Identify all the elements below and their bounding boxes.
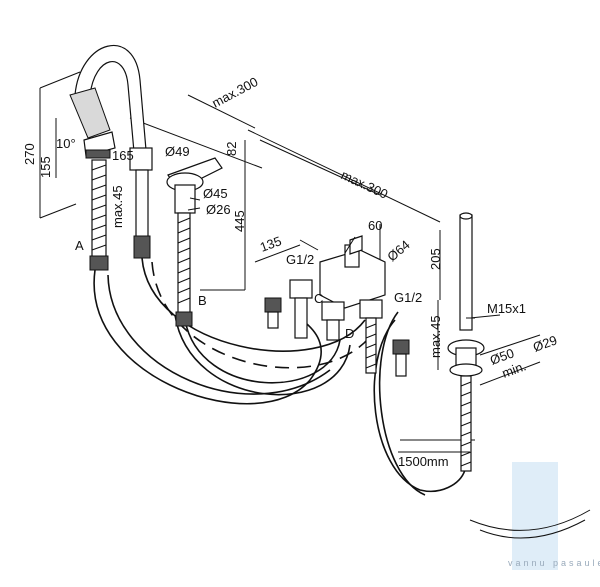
label-g12-left: G1/2 <box>286 252 314 267</box>
label-b: B <box>198 293 207 308</box>
dim-60: 60 <box>368 218 382 233</box>
label-c: C <box>314 291 323 306</box>
mixer-body <box>264 235 410 377</box>
dim-max45-right: max.45 <box>428 315 443 358</box>
dim-135: 135 <box>258 233 284 255</box>
dim-d49: Ø49 <box>165 144 190 159</box>
label-m15x1: M15x1 <box>487 301 526 316</box>
dim-d45: Ø45 <box>203 186 228 201</box>
hand-shower <box>447 212 485 472</box>
dimension-labels: max.300 max.300 270 155 10° 165 max.45 Ø… <box>22 74 559 469</box>
label-g12-right: G1/2 <box>394 290 422 305</box>
watermark-text: vannu pasaule <box>508 558 600 568</box>
spout-faucet <box>69 45 153 271</box>
component-labels: A B C D <box>75 238 354 341</box>
dim-270: 270 <box>22 143 37 165</box>
dim-max300-mid: max.300 <box>339 167 391 202</box>
watermark: vannu pasaule <box>469 462 600 570</box>
dim-max45-left: max.45 <box>110 185 125 228</box>
label-hose-length: 1500mm <box>398 454 449 469</box>
dim-205: 205 <box>428 248 443 270</box>
leader-lines <box>187 197 475 453</box>
dim-d64: Ø64 <box>384 237 412 264</box>
dim-max300-top: max.300 <box>209 74 260 111</box>
dim-angle: 10° <box>56 136 76 151</box>
dimension-lines <box>39 71 541 441</box>
dim-445: 445 <box>232 210 247 232</box>
lever-valve <box>166 157 223 327</box>
label-a: A <box>75 238 84 253</box>
dim-155: 155 <box>38 156 53 178</box>
dim-d26: Ø26 <box>206 202 231 217</box>
label-d: D <box>345 326 354 341</box>
dim-82: 82 <box>224 142 239 156</box>
dim-165: 165 <box>112 148 134 163</box>
connection-hoses <box>93 257 466 496</box>
dim-d29: Ø29 <box>531 332 559 355</box>
